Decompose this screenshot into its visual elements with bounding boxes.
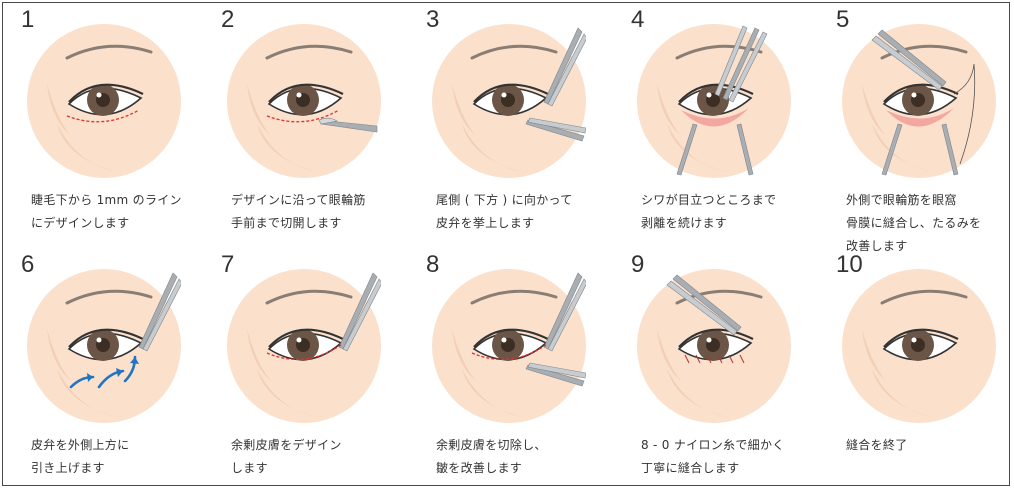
step-number: 5	[836, 6, 850, 33]
upper-eyelid	[68, 328, 144, 348]
step-number: 9	[631, 251, 645, 278]
eye-highlight	[501, 337, 507, 343]
step-caption: 縫合を終了	[846, 438, 908, 452]
step-number: 8	[426, 251, 440, 278]
step-caption: 余剰皮膚を切除し、 皺を改善します	[436, 438, 547, 475]
step-2: 2 デザインに沿って眼輪筋 手前まで切開します	[207, 2, 407, 242]
retractors-instrument	[676, 123, 754, 176]
skin-flap	[681, 108, 749, 127]
eye-highlight	[706, 337, 712, 343]
eye-highlight	[706, 92, 712, 98]
eyebrow	[880, 289, 968, 305]
eye-illustration	[227, 24, 381, 178]
step-7: 7 余剰皮膚をデザイン します	[207, 247, 407, 487]
step-caption: 外側で眼輪筋を眼窩 骨膜に縫合し、たるみを 改善します	[846, 193, 982, 253]
upper-eyelid	[473, 328, 549, 348]
eye-highlight	[911, 337, 917, 343]
eyebrow	[470, 289, 558, 305]
upper-eyelid	[883, 83, 959, 103]
step-number: 2	[221, 6, 235, 33]
needle-holder-instrument	[871, 29, 947, 91]
upper-eyelid	[473, 83, 549, 103]
eyebrow	[470, 44, 558, 60]
eye-illustration	[27, 269, 181, 423]
step-4: 4 シワが目立つところまで 剥離を続けます	[617, 2, 817, 242]
forceps-double-instrument	[714, 25, 768, 103]
eyebrow	[265, 289, 353, 305]
step-6: 6 皮弁を外側上方に 引き上げます	[7, 247, 207, 487]
eyebrow	[265, 44, 353, 60]
step-number: 7	[221, 251, 235, 278]
step-caption: デザインに沿って眼輪筋 手前まで切開します	[231, 193, 366, 230]
step-caption: 皮弁を外側上方に 引き上げます	[31, 438, 130, 475]
eye-illustration	[432, 269, 586, 423]
needle-holder-instrument	[666, 274, 742, 336]
scissors-instrument	[525, 117, 586, 142]
forceps-instrument	[543, 272, 586, 352]
step-10: 10 縫合を終了	[822, 247, 1014, 487]
dashed-incision-instrument	[66, 109, 140, 123]
eyebrow	[65, 44, 153, 60]
eye-illustration	[27, 24, 181, 178]
stitches-instrument	[684, 354, 745, 364]
eye-highlight	[96, 92, 102, 98]
step-number: 4	[631, 6, 645, 33]
step-number: 1	[21, 6, 35, 33]
eye-illustration	[842, 269, 996, 423]
eye-highlight	[96, 337, 102, 343]
forceps-instrument	[338, 272, 381, 352]
step-9: 9 8 - 0 ナイロン糸で細かく 丁寧に縫合します	[617, 247, 817, 487]
step-number: 10	[836, 251, 863, 278]
forceps-instrument	[138, 272, 181, 352]
scissors-instrument	[525, 362, 586, 387]
eye-illustration	[637, 269, 791, 423]
eye-highlight	[501, 92, 507, 98]
eyebrow	[675, 289, 763, 305]
step-caption: 余剰皮膚をデザイン します	[231, 438, 342, 475]
step-1: 1 睫毛下から 1mm のライン にデザインします	[7, 2, 207, 242]
upper-eyelid	[268, 83, 344, 103]
upper-eyelid	[268, 328, 344, 348]
step-number: 3	[426, 6, 440, 33]
eye-illustration	[842, 24, 996, 178]
eye-highlight	[296, 337, 302, 343]
eyebrow	[880, 44, 968, 60]
eye-illustration	[637, 24, 791, 178]
upper-eyelid	[68, 83, 144, 103]
forceps-instrument	[543, 27, 586, 107]
step-caption: 8 - 0 ナイロン糸で細かく 丁寧に縫合します	[641, 438, 785, 475]
suture-instrument	[953, 63, 976, 165]
upper-eyelid	[883, 328, 959, 348]
upper-eyelid	[678, 328, 754, 348]
step-caption: シワが目立つところまで 剥離を続けます	[641, 193, 777, 230]
upper-eyelid	[678, 83, 754, 103]
skin-flap	[886, 108, 954, 127]
step-3: 3 尾側 ( 下方 ) に向かって 皮弁を挙上します	[412, 2, 612, 242]
step-number: 6	[21, 251, 35, 278]
eye-illustration	[432, 24, 586, 178]
eye-illustration	[227, 269, 381, 423]
retractors-instrument	[881, 123, 959, 176]
eyebrow	[65, 289, 153, 305]
eyebrow	[675, 44, 763, 60]
eye-highlight	[911, 92, 917, 98]
arrows-instrument	[69, 355, 139, 389]
dashed-incision-instrument	[266, 109, 340, 123]
step-caption: 睫毛下から 1mm のライン にデザインします	[31, 193, 182, 230]
scalpel-instrument	[318, 117, 378, 133]
step-5: 5 外側で眼輪筋を眼窩 骨膜に縫合し、たるみを 改善します	[822, 2, 1014, 253]
step-caption: 尾側 ( 下方 ) に向かって 皮弁を挙上します	[436, 193, 573, 230]
step-8: 8 余剰皮膚を切除し、 皺を改善します	[412, 247, 612, 487]
eye-highlight	[296, 92, 302, 98]
